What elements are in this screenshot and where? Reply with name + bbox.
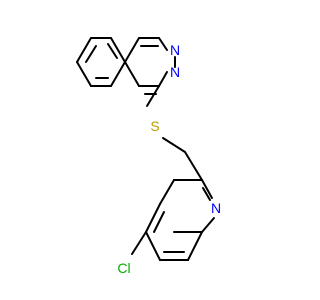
bond: [76, 37, 92, 63]
bond: [201, 179, 213, 199]
bond: [107, 43, 118, 59]
atom-label-n2: N: [170, 42, 180, 58]
bond: [124, 61, 140, 87]
pyridine-ring: [145, 179, 215, 261]
chloro-substituent: [131, 231, 147, 255]
bond: [110, 61, 126, 87]
bond: [85, 45, 97, 63]
bond: [153, 211, 165, 233]
bond: [158, 37, 168, 51]
thioether-linker: [146, 85, 203, 181]
bond: [145, 203, 161, 233]
bond: [110, 37, 126, 63]
atom-label-s: S: [150, 118, 159, 134]
atom-label-n3: N: [170, 64, 180, 80]
bond: [76, 61, 92, 87]
atom-label-cl: Cl: [117, 260, 130, 276]
bond: [124, 37, 140, 63]
bond: [146, 85, 160, 107]
bond: [187, 231, 203, 261]
diazine-ring: [124, 37, 176, 95]
bond: [201, 217, 215, 233]
bond: [158, 71, 168, 87]
bond: [145, 231, 161, 261]
bond: [202, 187, 211, 201]
bond: [131, 231, 147, 255]
benzo-ring: [76, 37, 126, 87]
atom-label-pyridine-n: N: [211, 200, 221, 216]
chemical-structure-diagram: N N S N Cl: [76, 37, 221, 276]
bond: [162, 137, 186, 153]
bond: [184, 151, 203, 181]
bond: [159, 179, 175, 205]
